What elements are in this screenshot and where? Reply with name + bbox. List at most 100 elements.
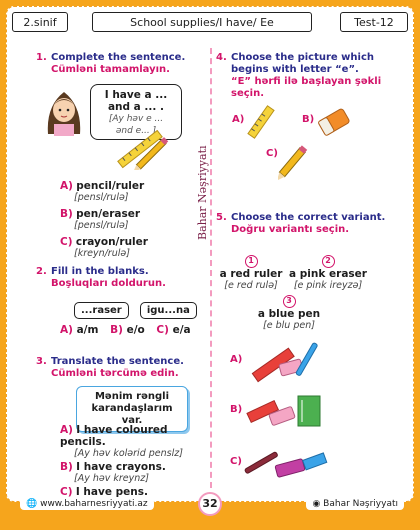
q5-variant-1-number: 1 [244, 255, 258, 268]
q3-option-b[interactable]: B) I have crayons. [Ay həv kreynz] [60, 461, 210, 484]
page-title: School supplies/I have/ Ee [92, 12, 312, 32]
q3-option-a[interactable]: A) I have coloured pencils. [Ay həv kolə… [60, 424, 210, 459]
pencil-icon[interactable] [278, 136, 310, 186]
q5-variant-3-number: 3 [282, 295, 296, 308]
test-label: Test-12 [340, 12, 408, 32]
q2-number: 2. [36, 266, 47, 277]
q1-option-b-text: pen/eraser [76, 208, 141, 220]
q5-option-a-letter[interactable]: A) [230, 354, 243, 365]
q5-variant-1-text: a red ruler [219, 268, 283, 280]
q3-options: A) I have coloured pencils. [Ay həv kolə… [60, 424, 210, 509]
q2-blanks: ...raser igu...na [74, 298, 197, 319]
q2-option-b[interactable]: B) e/o [110, 324, 145, 336]
q4-az-1: “E” hərfi ilə başlayan şəkli [231, 76, 382, 87]
q5-variant-3: 3 a blue pen [e blu pen] [254, 288, 324, 331]
q1-options: A) pencil/ruler [pensl/rulə] B) pen/eras… [60, 180, 210, 259]
q5-variant-3-tr: [e blu pen] [263, 320, 315, 331]
q2-az: Boşluqları doldurun. [51, 278, 166, 289]
q3-option-a-text: I have coloured pencils. [60, 424, 168, 448]
eraser-icon[interactable] [316, 104, 352, 140]
q2-option-a-letter: A) [60, 324, 73, 336]
q2-option-c-letter: C) [156, 324, 169, 336]
q3-sentence-box: Mənim rəngli karandaşlarım var. [76, 386, 188, 432]
q5-number: 5. [216, 212, 227, 223]
ruler-icon[interactable] [246, 102, 276, 142]
q5-variant-1-tr: [e red rulə] [224, 280, 278, 291]
header-bar: 2.sinif School supplies/I have/ Ee Test-… [12, 12, 408, 32]
q2-blank-2: igu...na [139, 302, 197, 319]
q5-variant-2-text: a pink eraser [289, 268, 367, 280]
social-icon: ◉ [312, 499, 321, 509]
q2-option-b-text: e/o [126, 324, 145, 336]
q1-en: Complete the sentence. [51, 52, 186, 63]
speech-bubble: I have a ... and a ... . [Ay həv e ... ə… [90, 84, 182, 140]
q5-option-c-picture[interactable] [244, 440, 330, 484]
q3-option-b-text: I have crayons. [76, 461, 166, 473]
girl-illustration [47, 92, 81, 136]
q4-option-a-letter[interactable]: A) [232, 114, 245, 125]
q5-option-b-letter[interactable]: B) [230, 404, 243, 415]
q3-option-c-letter: C) [60, 486, 73, 498]
bubble-transcription-1: [Ay həv e ... [108, 114, 164, 124]
q4-az-2: seçin. [231, 88, 265, 99]
brand-text: Bahar Nəşriyyatı [323, 499, 398, 509]
q5-variant-2-tr: [e pink ireyzə] [293, 280, 363, 291]
bubble-line-1: I have a ... [104, 89, 168, 101]
q4-en-2: begins with letter “e”. [231, 64, 359, 75]
q3-number: 3. [36, 356, 47, 367]
q5-option-c-letter[interactable]: C) [230, 456, 242, 467]
q4-option-b-letter[interactable]: B) [302, 114, 315, 125]
q3-box-line-1: Mənim rəngli [94, 391, 170, 402]
q1-number: 1. [36, 52, 47, 63]
q2-blank-1: ...raser [74, 302, 129, 319]
q5-en: Choose the correct variant. [231, 212, 386, 223]
q3-option-a-tr: [Ay həv kolərid penslz] [74, 448, 183, 459]
q5-variant-1: 1 a red ruler [e red rulə] [218, 248, 284, 291]
q1-option-c[interactable]: C) crayon/ruler [kreyn/rulə] [60, 236, 210, 259]
q2-option-a[interactable]: A) a/m [60, 324, 98, 336]
q3-option-b-tr: [Ay həv kreynz] [74, 473, 149, 484]
question-1: 1. Complete the sentence. Cümləni tamaml… [36, 52, 206, 76]
q2-en: Fill in the blanks. [51, 266, 149, 277]
q2-option-c-text: e/a [172, 324, 191, 336]
q5-variant-2: 2 a pink eraser [e pink ireyzə] [288, 248, 368, 291]
q5-variant-2-number: 2 [321, 255, 335, 268]
q1-option-b-tr: [pensl/rulə] [74, 220, 129, 231]
bubble-transcription-2: ənd e... ] [115, 126, 157, 136]
bubble-line-2: and a ... . [107, 101, 165, 113]
q4-number: 4. [216, 52, 227, 63]
q2-options: A) a/m B) e/o C) e/a [60, 324, 191, 336]
question-4: 4. Choose the picture which begins with … [216, 52, 406, 100]
q2-option-b-letter: B) [110, 324, 123, 336]
q1-option-a-text: pencil/ruler [76, 180, 145, 192]
q2-option-c[interactable]: C) e/a [156, 324, 190, 336]
q2-option-a-text: a/m [76, 324, 99, 336]
question-3: 3. Translate the sentence. Cümləni tərcü… [36, 356, 206, 380]
ruler-pencil-icon [117, 130, 169, 170]
website-link[interactable]: 🌐 www.baharnesriyyati.az [20, 498, 154, 510]
brand-label: ◉ Bahar Nəşriyyatı [306, 498, 404, 510]
q1-option-b-letter: B) [60, 208, 73, 220]
column-divider [210, 48, 212, 488]
q4-option-c-letter[interactable]: C) [266, 148, 278, 159]
q5-option-b-picture[interactable] [244, 390, 324, 432]
q1-az: Cümləni tamamlayın. [51, 64, 170, 75]
q5-variant-3-text: a blue pen [257, 308, 321, 320]
page-number: 32 [198, 492, 222, 516]
q1-option-c-text: crayon/ruler [75, 236, 148, 248]
q1-option-a-tr: [pensl/rulə] [74, 192, 129, 203]
q5-az: Doğru variantı seçin. [231, 224, 350, 235]
q1-option-a[interactable]: A) pencil/ruler [pensl/rulə] [60, 180, 210, 203]
q4-en-1: Choose the picture which [231, 52, 375, 63]
q5-option-a-picture[interactable] [244, 336, 320, 384]
q1-option-a-letter: A) [60, 180, 73, 192]
website-text: www.baharnesriyyati.az [40, 499, 148, 509]
q1-option-b[interactable]: B) pen/eraser [pensl/rulə] [60, 208, 210, 231]
q3-en: Translate the sentence. [51, 356, 184, 367]
question-2: 2. Fill in the blanks. Boşluqları doldur… [36, 266, 206, 290]
question-5: 5. Choose the correct variant. Doğru var… [216, 212, 406, 236]
q3-box-line-2: karandaşlarım var. [91, 403, 173, 426]
grade-label: 2.sinif [12, 12, 68, 32]
q3-option-a-letter: A) [60, 424, 73, 436]
q3-option-c-text: I have pens. [75, 486, 148, 498]
